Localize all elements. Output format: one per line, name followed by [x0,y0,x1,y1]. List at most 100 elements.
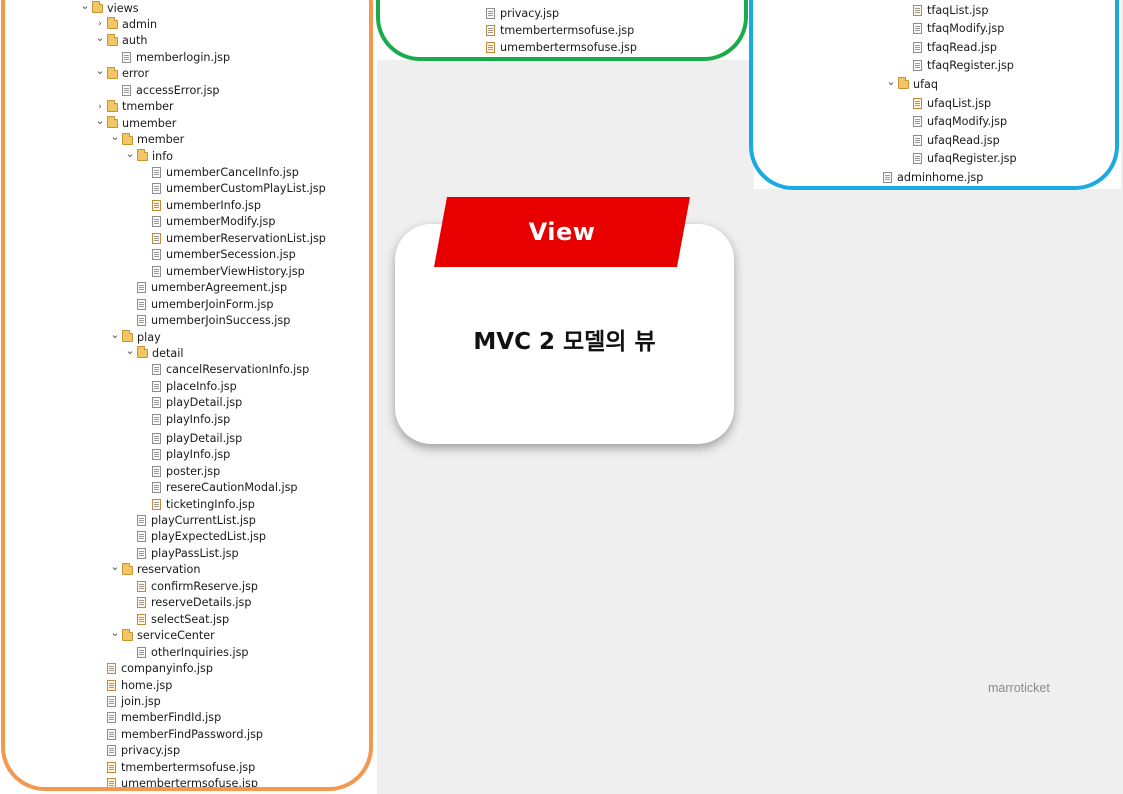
tree-file-item[interactable]: placeInfo.jsp [138,377,237,395]
tree-file-item[interactable]: companyinfo.jsp [93,660,213,678]
tree-file-item[interactable]: otherInquiries.jsp [123,643,249,661]
chevron-down-icon[interactable]: ⌄ [95,113,105,127]
tree-file-item[interactable]: selectSeat.jsp [123,610,229,628]
jsp-file-icon [486,7,495,19]
tree-file-item[interactable]: privacy.jsp [93,742,180,760]
jsp-file-icon [883,171,892,183]
chevron-down-icon[interactable]: ⌄ [110,327,120,341]
tree-file-item[interactable]: tfaqList.jsp [899,1,988,19]
tree-item-label: memberlogin.jsp [136,50,231,64]
jsp-file-icon [137,547,146,559]
chevron-down-icon[interactable]: ⌄ [110,626,120,640]
tree-file-item[interactable]: ufaqList.jsp [899,94,991,112]
tree-item-label: ufaqRegister.jsp [927,152,1017,166]
tree-file-item[interactable]: playInfo.jsp [138,410,230,428]
tree-file-item[interactable]: ticketingInfo.jsp [138,495,255,513]
tree-file-item[interactable]: memberFindId.jsp [93,709,221,727]
chevron-down-icon[interactable]: ⌄ [110,560,120,574]
tree-file-item[interactable]: playDetail.jsp [138,394,242,412]
tree-file-item[interactable]: umembertermsofuse.jsp [93,775,258,793]
tree-file-item[interactable]: umembertermsofuse.jsp [472,38,637,56]
tree-file-item[interactable]: reserveDetails.jsp [123,594,251,612]
jsp-file-icon [137,315,146,327]
tree-folder-item[interactable]: ⌄reservation [108,560,200,579]
tree-file-item[interactable]: memberFindPassword.jsp [93,725,263,743]
tree-item-label: views [107,1,139,15]
chevron-down-icon[interactable]: ⌄ [125,343,135,357]
tree-item-label: umemberInfo.jsp [166,198,261,212]
chevron-down-icon[interactable]: ⌄ [95,64,105,78]
tree-file-item[interactable]: playInfo.jsp [138,446,230,464]
tree-folder-item[interactable]: ⌄ views [78,0,139,17]
tree-item-label: playDetail.jsp [166,431,243,445]
tree-folder-item[interactable]: ⌄info [123,147,173,165]
tree-file-item[interactable]: playDetail.jsp [138,429,242,447]
tree-folder-item[interactable]: ⌄ auth [93,31,148,50]
tree-file-item[interactable]: umemberViewHistory.jsp [138,262,305,280]
tree-item-label: error [122,67,150,81]
tree-file-item[interactable]: tfaqRead.jsp [899,38,997,56]
tree-file-item[interactable]: umemberModify.jsp [138,213,275,231]
tree-folder-item[interactable]: ⌄umember [93,114,176,132]
tree-folder-item[interactable]: ⌄play [108,327,160,346]
jsp-file-icon [152,232,161,244]
tree-file-item[interactable]: playCurrentList.jsp [123,512,256,530]
tree-file-item[interactable]: ufaqRead.jsp [899,131,1000,149]
tree-file-item[interactable]: umemberReservationList.jsp [138,229,326,247]
tree-item-label: tmembertermsofuse.jsp [500,23,635,37]
tree-folder-item[interactable]: ›admin [93,15,157,33]
tree-file-item[interactable]: umemberJoinSuccess.jsp [123,312,290,330]
tree-folder-item[interactable]: ⌄ error [93,64,150,83]
tree-file-item[interactable]: umemberInfo.jsp [138,196,261,214]
jsp-file-icon [137,613,146,625]
jsp-file-icon [152,413,161,425]
chevron-down-icon[interactable]: ⌄ [80,0,90,12]
tree-file-item[interactable]: memberlogin.jsp [108,48,230,66]
tree-item-label: playExpectedList.jsp [151,530,267,544]
folder-icon [107,17,118,30]
chevron-down-icon[interactable]: ⌄ [95,31,105,45]
tree-file-item[interactable]: umemberJoinForm.jsp [123,295,273,313]
jsp-file-icon [152,432,161,444]
tree-file-item[interactable]: umemberAgreement.jsp [123,279,287,297]
tree-item-label: auth [122,34,148,48]
tree-file-item[interactable]: tmembertermsofuse.jsp [93,758,255,776]
tree-file-item[interactable]: resereCautionModal.jsp [138,479,298,497]
chevron-right-icon[interactable]: › [98,19,102,30]
tree-file-item[interactable]: ufaqModify.jsp [899,113,1007,131]
tree-folder-item[interactable]: ⌄detail [123,344,183,362]
folder-icon [122,628,133,641]
chevron-down-icon[interactable]: ⌄ [110,130,120,144]
tree-file-item[interactable]: umemberSecession.jsp [138,246,296,264]
tree-file-item[interactable]: home.jsp [93,676,172,694]
jsp-file-icon [486,41,495,53]
tree-file-item[interactable]: accessError.jsp [108,81,220,99]
tree-file-item[interactable]: adminhome.jsp [869,168,983,186]
tree-file-item[interactable]: join.jsp [93,692,161,710]
tree-file-item[interactable]: tfaqRegister.jsp [899,57,1014,75]
tree-file-item[interactable]: umemberCustomPlayList.jsp [138,180,326,198]
tree-folder-item[interactable]: ⌄serviceCenter [108,626,214,645]
chevron-down-icon[interactable]: ⌄ [125,146,135,160]
tree-file-item[interactable]: poster.jsp [138,462,220,480]
tree-file-item[interactable]: tfaqModify.jsp [899,20,1004,38]
tree-file-item[interactable]: umemberCancelInfo.jsp [138,164,299,182]
tree-file-item[interactable]: ufaqRegister.jsp [899,150,1017,168]
chevron-right-icon[interactable]: › [98,101,102,112]
chevron-down-icon[interactable]: ⌄ [886,74,896,88]
tree-folder-item[interactable]: ⌄member [108,130,184,149]
view-description: MVC 2 모델의 뷰 [473,329,656,355]
tree-file-item[interactable]: playPassList.jsp [123,544,239,562]
tree-item-label: join.jsp [121,694,161,708]
tree-folder-item[interactable]: ⌄ufaq [884,75,938,93]
tree-file-item[interactable]: playExpectedList.jsp [123,528,266,546]
tree-file-item[interactable]: confirmReserve.jsp [123,577,258,595]
jsp-file-icon [913,116,922,128]
tree-file-item[interactable]: tmembertermsofuse.jsp [472,21,634,39]
tree-file-item[interactable]: privacy.jsp [472,4,559,22]
tree-file-item[interactable]: cancelReservationInfo.jsp [138,361,309,379]
tree-item-label: confirmReserve.jsp [151,579,258,593]
jsp-file-icon [152,183,161,195]
tree-folder-item[interactable]: ›tmember [93,98,174,116]
folder-icon [107,33,118,46]
